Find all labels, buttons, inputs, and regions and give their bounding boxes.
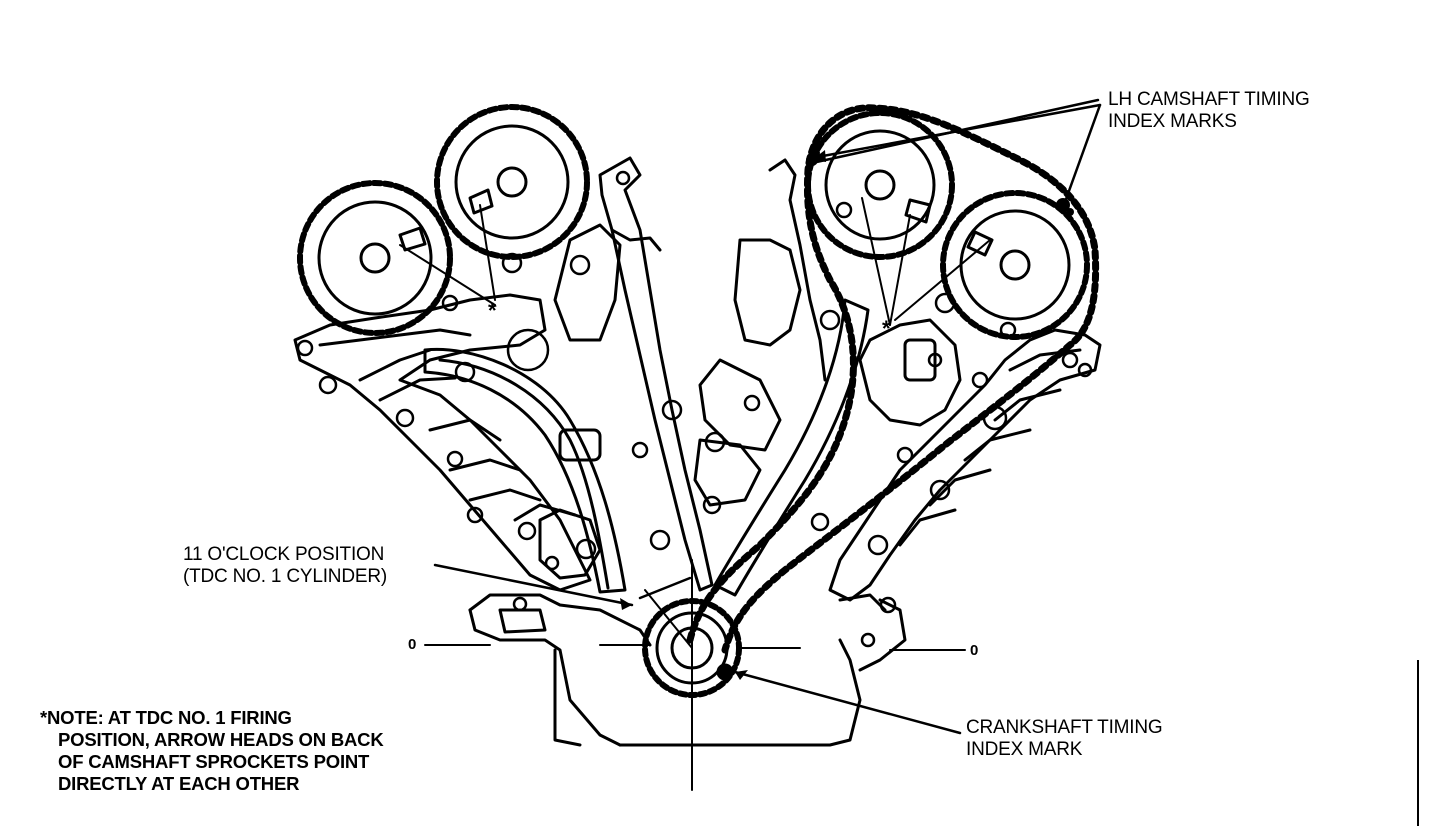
zero-left-mark: 0: [408, 636, 417, 653]
left-cam-index-arrows: [399, 197, 991, 326]
lh-camshaft-label: LH CAMSHAFT TIMING INDEX MARKS: [1108, 89, 1310, 133]
tdc-reference-lines: [424, 559, 966, 791]
note-line4: DIRECTLY AT EACH OTHER: [58, 773, 300, 794]
lh-camshaft-label-line1: LH CAMSHAFT TIMING: [1108, 89, 1310, 110]
note-line1: *NOTE: AT TDC NO. 1 FIRING: [40, 707, 292, 728]
bolt-holes: [296, 170, 1093, 648]
left-chain-guide: [423, 347, 627, 594]
zero-right-mark: 0: [970, 642, 979, 659]
crankshaft-label-line2: INDEX MARK: [966, 739, 1083, 760]
right-asterisk: *: [882, 316, 891, 341]
left-inner-cam-sprocket: [434, 104, 590, 260]
callout-leaders: [433, 98, 1102, 735]
center-structures: [553, 156, 827, 592]
right-chain-guide: [713, 298, 870, 597]
right-outer-cam-sprocket: [940, 190, 1090, 340]
lh-camshaft-label-line2: INDEX MARKS: [1108, 111, 1237, 132]
index-mark-dots: [806, 149, 1074, 216]
timing-chains: [686, 104, 1100, 654]
clock-position-label: 11 O'CLOCK POSITION (TDC NO. 1 CYLINDER): [183, 544, 387, 588]
note-line3: OF CAMSHAFT SPROCKETS POINT: [58, 751, 370, 772]
clock-position-line2: (TDC NO. 1 CYLINDER): [183, 566, 387, 587]
left-asterisk: *: [488, 298, 497, 323]
right-cylinder-head: [828, 318, 1102, 602]
left-outer-cam-sprocket: [297, 180, 453, 336]
crankshaft-label: CRANKSHAFT TIMING INDEX MARK: [966, 717, 1163, 761]
note-line2: POSITION, ARROW HEADS ON BACK: [58, 729, 384, 750]
crankshaft-label-line1: CRANKSHAFT TIMING: [966, 717, 1163, 738]
front-cover: [468, 593, 907, 747]
right-inner-cam-sprocket: [805, 110, 955, 260]
asterisk-marks: * *: [488, 298, 891, 341]
tdc-note: *NOTE: AT TDC NO. 1 FIRING POSITION, ARR…: [40, 707, 384, 795]
arrow-heads: [620, 150, 826, 680]
clock-position-line1: 11 O'CLOCK POSITION: [183, 544, 385, 565]
